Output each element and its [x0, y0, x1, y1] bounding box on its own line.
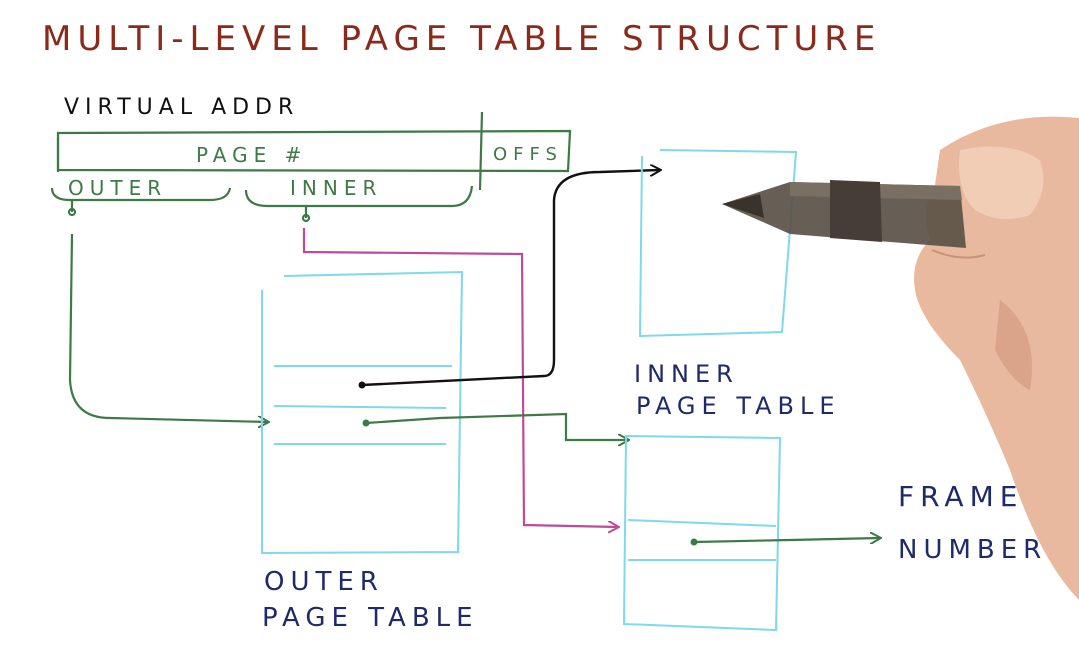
virtual-address-box: [56, 111, 572, 191]
frame-number-arrow: [693, 538, 880, 542]
pointer-to-inner-table-arrow: [361, 170, 660, 387]
frame-label-line1: FRAME: [898, 480, 1023, 513]
frame-label-line2: NUMBER: [898, 535, 1047, 565]
inner-page-table-lower: [622, 434, 782, 632]
inner-table-label-line2: PAGE TABLE: [636, 392, 841, 420]
pointer-to-lower-inner-table-arrow: [365, 412, 628, 440]
outer-field-label: OUTER: [68, 176, 167, 200]
inner-table-label-line1: INNER: [634, 360, 739, 388]
inner-index-arrow: [302, 228, 618, 527]
inner-brace: [244, 185, 474, 223]
page-number-label: PAGE #: [196, 143, 307, 167]
outer-brace: [50, 187, 232, 217]
outer-table-label-line2: PAGE TABLE: [262, 603, 479, 633]
marker-pen-image: [722, 180, 966, 248]
inner-field-label: INNER: [290, 176, 382, 200]
outer-index-arrow: [68, 233, 268, 422]
offset-label: OFFS: [493, 144, 563, 165]
virtual-addr-label: VIRTUAL ADDR: [64, 95, 299, 120]
inner-page-table-upper: [638, 149, 798, 338]
page-title: MULTI-LEVEL PAGE TABLE STRUCTURE: [42, 19, 881, 59]
outer-page-table: [261, 270, 464, 555]
outer-table-label-line1: OUTER: [264, 567, 384, 597]
